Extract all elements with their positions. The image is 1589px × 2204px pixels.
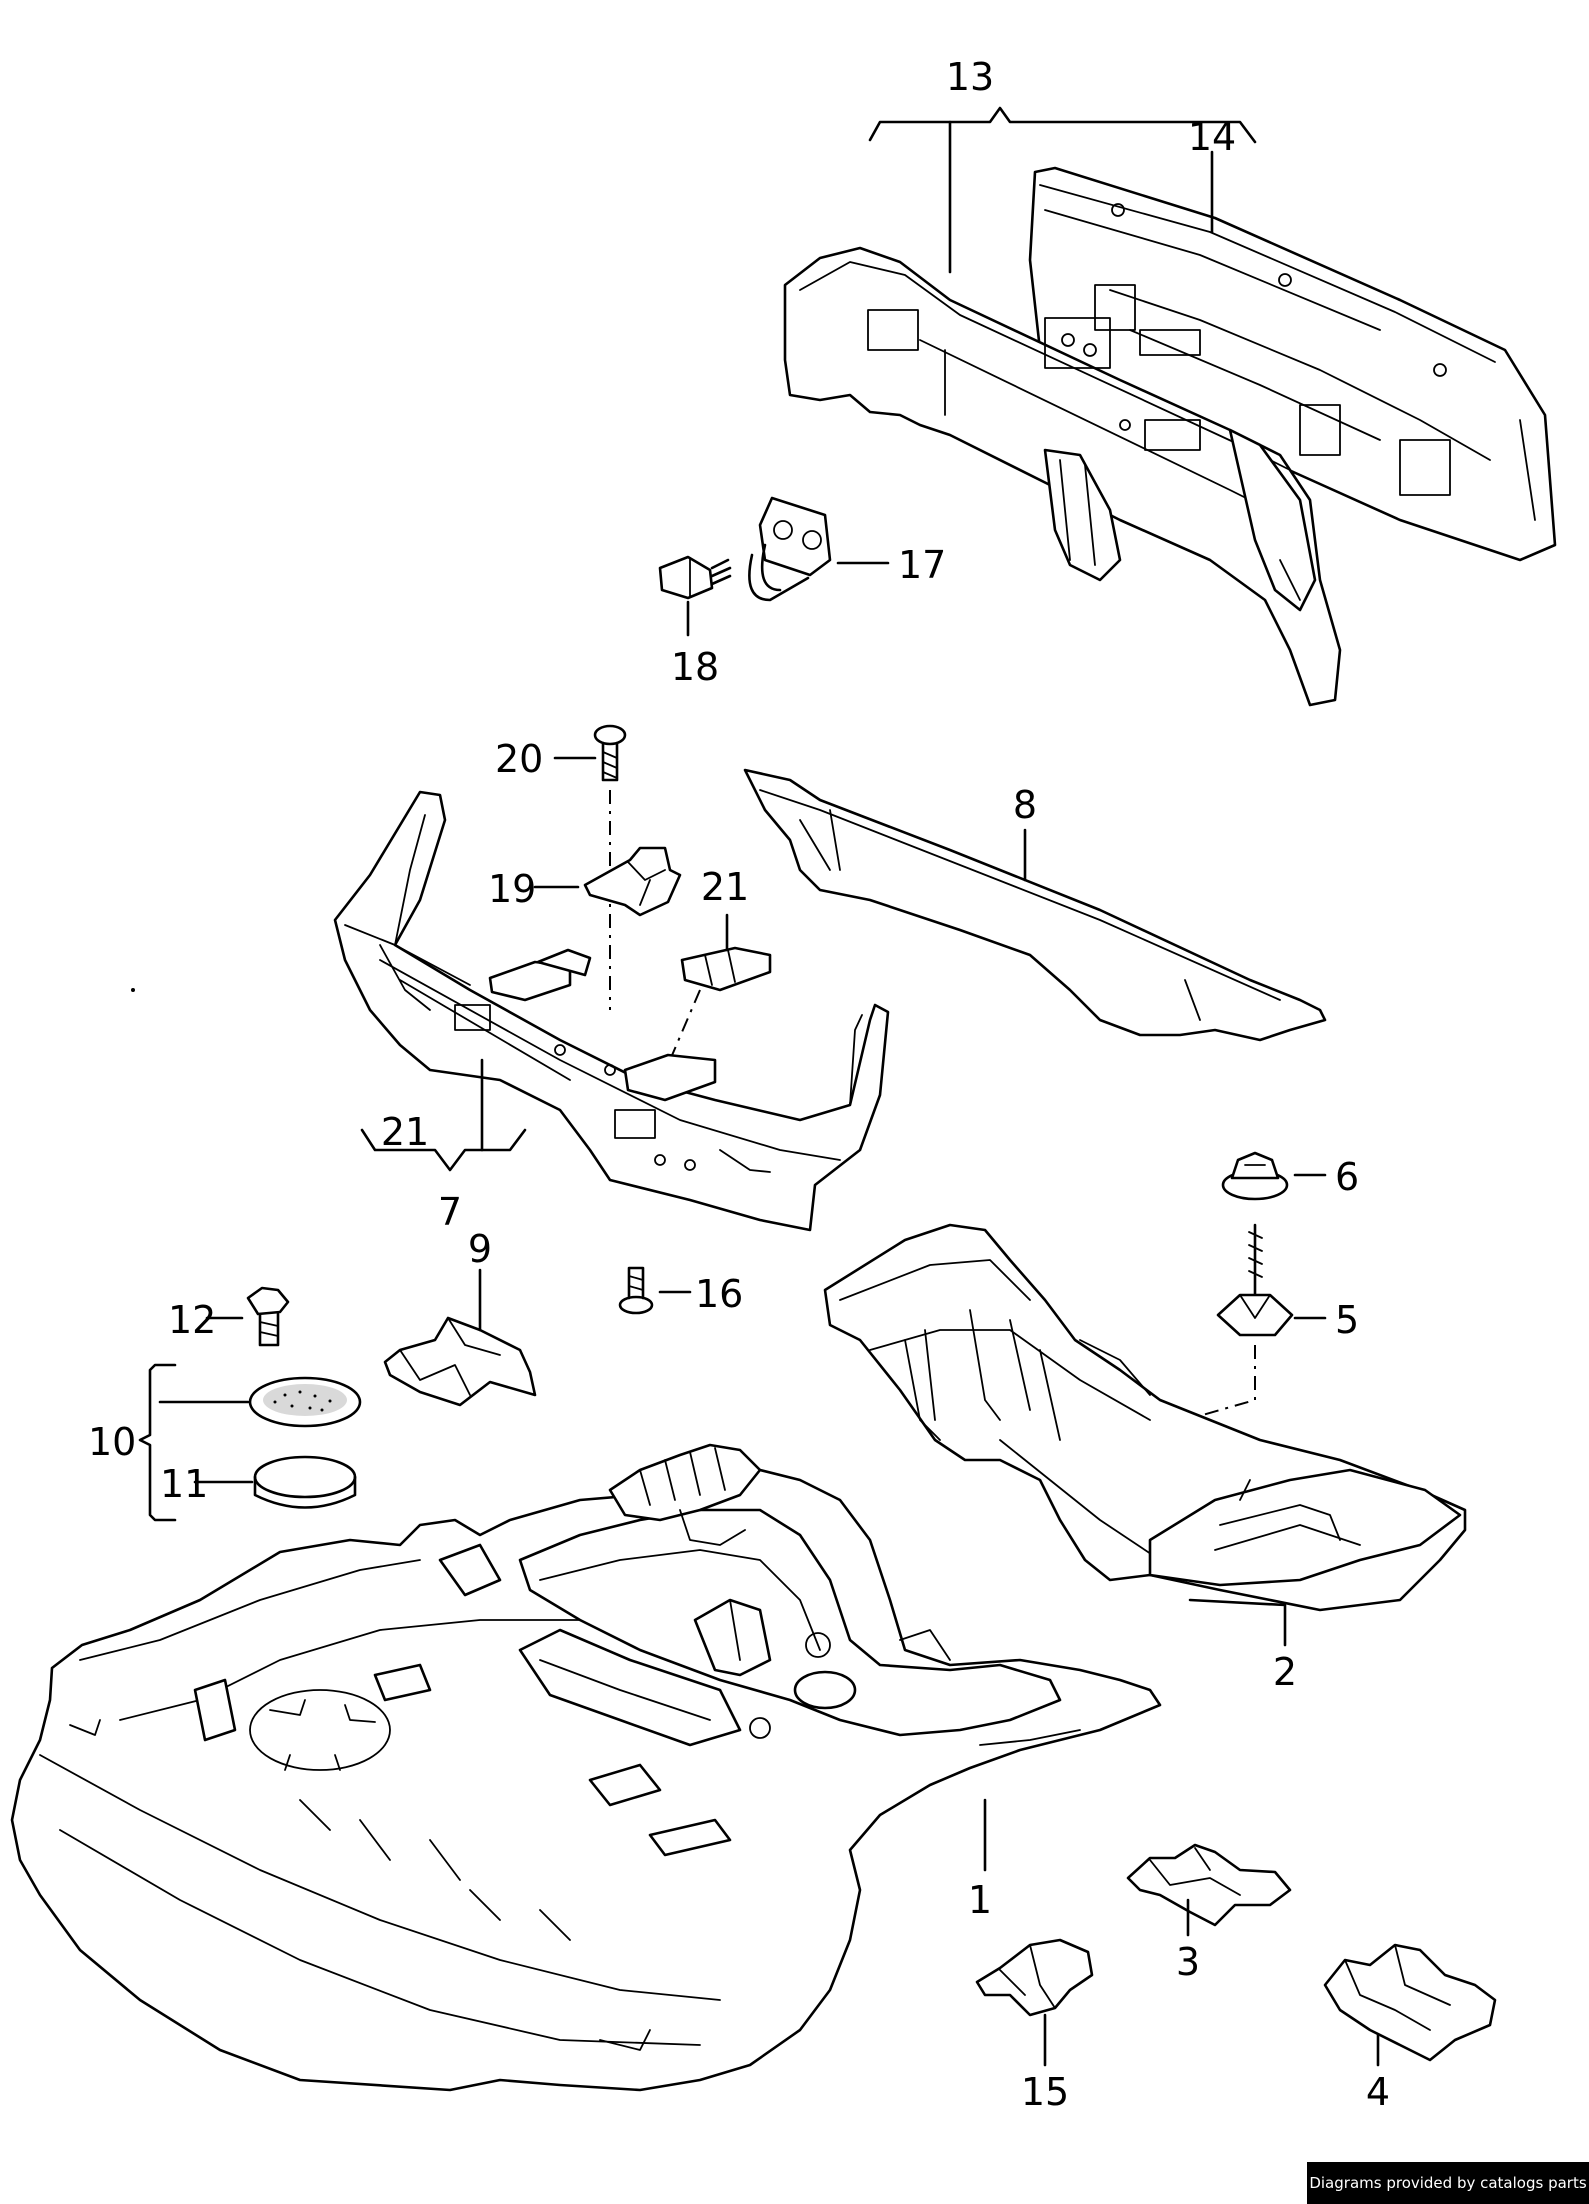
- part-10-cover: [158, 1376, 362, 1428]
- callout-17: 17: [898, 543, 946, 587]
- part-13-rear-cross-member: [783, 246, 1342, 707]
- callout-6: 6: [1335, 1155, 1359, 1199]
- part-5-stud: [1149, 1223, 1327, 1431]
- part-12-bolt: [205, 1286, 290, 1347]
- part-16-screw: [618, 1266, 692, 1315]
- callout-13-bracket: [868, 106, 1257, 274]
- part-20-screw: [553, 724, 627, 1010]
- callout-15: 15: [1021, 2070, 1069, 2114]
- callout-18: 18: [671, 645, 719, 689]
- part-8-front-bulkhead: [743, 768, 1327, 1042]
- callout-3: 3: [1176, 1940, 1200, 1984]
- callout-16: 16: [695, 1272, 743, 1316]
- callout-7-bracket: [360, 1058, 527, 1172]
- callout-9: 9: [468, 1227, 492, 1271]
- part-6-grommet: [1221, 1151, 1327, 1201]
- part-1-rear-floor: [10, 1443, 1162, 2092]
- callout-7: 7: [438, 1190, 462, 1234]
- part-7-front-cross-member: [333, 790, 890, 1232]
- speck: [131, 988, 135, 992]
- part-2-front-floor: [823, 1223, 1467, 1647]
- callout-20: 20: [495, 737, 543, 781]
- callout-4: 4: [1366, 2070, 1390, 2114]
- callout-21b: 21: [381, 1110, 429, 1154]
- callout-2: 2: [1273, 1650, 1297, 1694]
- part-21-clips: [669, 913, 772, 1061]
- callout-14: 14: [1188, 115, 1236, 159]
- callout-10: 10: [88, 1420, 136, 1464]
- callout-8: 8: [1013, 783, 1037, 827]
- part-14-rear-panel: [1028, 166, 1557, 562]
- callout-1: 1: [968, 1878, 992, 1922]
- part-9-bracket: [383, 1268, 537, 1407]
- callout-11: 11: [160, 1462, 208, 1506]
- part-4-bracket: [1323, 1943, 1497, 2067]
- part-3-bracket: [1126, 1843, 1292, 1937]
- part-19-bracket: [533, 846, 682, 917]
- part-17-bracket: [748, 496, 890, 602]
- part-18-bolt: [658, 555, 732, 637]
- part-15-bracket: [975, 1938, 1094, 2067]
- callout-13: 13: [946, 55, 994, 99]
- callout-19: 19: [488, 867, 536, 911]
- part-11-seal: [193, 1455, 357, 1509]
- callout-10-bracket: [138, 1363, 177, 1522]
- callout-5: 5: [1335, 1298, 1359, 1342]
- credit-label: Diagrams provided by catalogs parts: [1307, 2162, 1589, 2204]
- callout-21a: 21: [701, 865, 749, 909]
- callout-12: 12: [168, 1298, 216, 1342]
